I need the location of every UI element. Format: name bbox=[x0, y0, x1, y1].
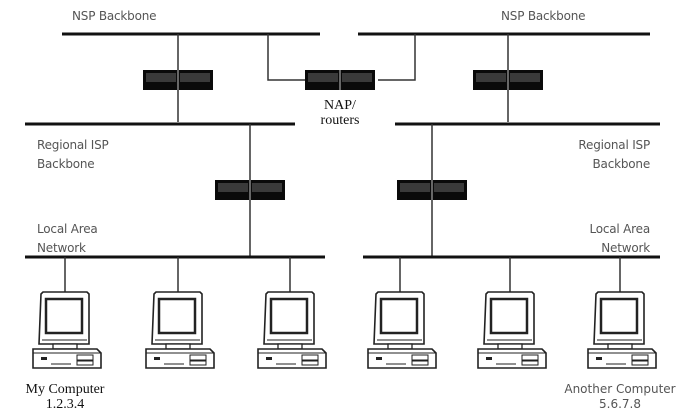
link-nap-left bbox=[267, 34, 305, 81]
nap-label-line1: NAP/ bbox=[324, 98, 356, 113]
regional-isp-label-left-line2: Backbone bbox=[37, 157, 95, 171]
my-computer-label: My Computer bbox=[25, 382, 105, 397]
router-icon bbox=[142, 69, 214, 91]
regional-isp-label-right-line1: Regional ISP bbox=[578, 138, 650, 152]
router-icon bbox=[214, 179, 286, 201]
my-computer-ip: 1.2.3.4 bbox=[45, 397, 85, 412]
another-computer-label: Another Computer bbox=[564, 382, 676, 396]
router-icon bbox=[472, 69, 544, 91]
lan-label-left-line1: Local Area bbox=[37, 222, 98, 236]
router-icon bbox=[396, 179, 468, 201]
regional-isp-label-left-line1: Regional ISP bbox=[37, 138, 109, 152]
computer-icon bbox=[366, 290, 438, 370]
computer-icon bbox=[586, 290, 658, 370]
lan-label-right-line2: Network bbox=[601, 241, 650, 255]
another-computer-ip: 5.6.7.8 bbox=[599, 397, 641, 411]
computer-icon bbox=[256, 290, 328, 370]
regional-isp-label-right: Regional ISP Backbone bbox=[540, 136, 650, 174]
nsp-backbone-label-right: NSP Backbone bbox=[501, 9, 586, 23]
link-nap-right bbox=[378, 34, 416, 81]
regional-isp-label-left: Regional ISP Backbone bbox=[37, 136, 109, 174]
lan-label-left-line2: Network bbox=[37, 241, 86, 255]
lan-label-right: Local Area Network bbox=[540, 220, 650, 258]
lan-label-right-line1: Local Area bbox=[589, 222, 650, 236]
another-computer-caption: Another Computer 5.6.7.8 bbox=[555, 382, 685, 412]
computer-icon bbox=[31, 290, 103, 370]
computer-icon bbox=[144, 290, 216, 370]
router-icon bbox=[304, 69, 376, 91]
my-computer-caption: My Computer 1.2.3.4 bbox=[5, 382, 125, 412]
regional-isp-label-right-line2: Backbone bbox=[592, 157, 651, 171]
nap-label: NAP/ routers bbox=[307, 98, 373, 128]
nsp-backbone-label-left: NSP Backbone bbox=[72, 9, 157, 23]
lan-label-left: Local Area Network bbox=[37, 220, 98, 258]
computer-icon bbox=[476, 290, 548, 370]
nap-label-line2: routers bbox=[320, 113, 360, 128]
